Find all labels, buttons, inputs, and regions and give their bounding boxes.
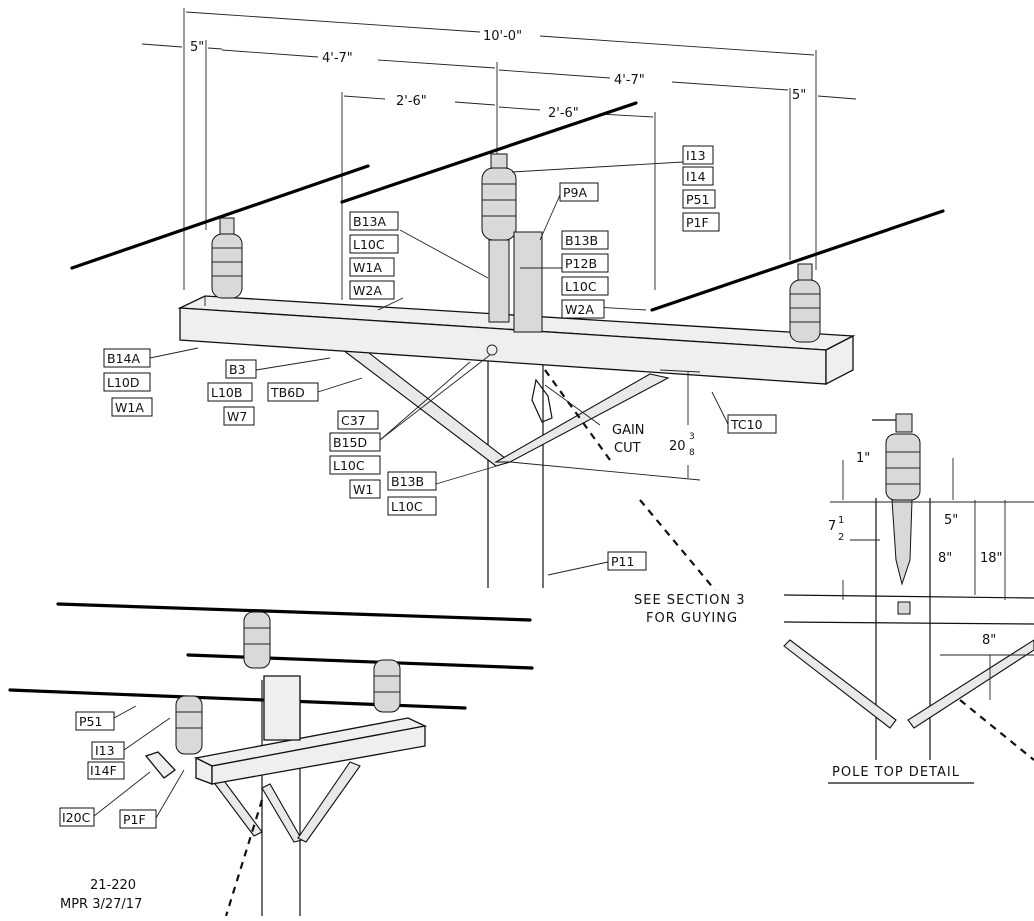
label-i13: I13: [686, 148, 706, 163]
label-p51: P51: [686, 192, 709, 207]
label-tc10-box: TC10: [727, 414, 777, 434]
detail-dim-75-num: 1: [838, 515, 844, 526]
label-b13b-a: B13B: [565, 233, 598, 248]
dim-left-offset: 5": [190, 40, 204, 55]
label-i20c: I20C: [62, 810, 91, 825]
label-b3: B3: [229, 362, 246, 377]
label-l10c-d: L10C: [391, 499, 423, 514]
drawing-number: 21-220: [90, 878, 136, 893]
dim-overall: 10'-0": [483, 29, 522, 44]
label-i14f: I14F: [90, 763, 117, 778]
dim-brace-drop-whole: 20: [669, 439, 686, 454]
conductor-center: [340, 101, 638, 204]
pole-top-detail-texts: 1" 5" 7 1 2 8" 18" 8" POLE TOP DETAIL: [828, 451, 1003, 780]
label-b13a: B13A: [353, 214, 386, 229]
note-see-section: SEE SECTION 3: [634, 593, 746, 608]
label-w2a-a: W2A: [353, 283, 382, 298]
label-stack-c37: C37 B15D L10C W1: [329, 410, 381, 499]
label-b14a: B14A: [107, 351, 140, 366]
label-w7: W7: [227, 409, 247, 424]
dimension-lines: [141, 8, 857, 300]
label-b13b-b: B13B: [391, 474, 424, 489]
iso-conductor-2: [186, 653, 534, 670]
brace-drop-dimension: 20 3 8: [669, 432, 695, 458]
main-assembly: [70, 101, 945, 591]
label-w1: W1: [353, 482, 373, 497]
label-l10c-a: L10C: [353, 237, 385, 252]
detail-dim-8a: 8": [938, 551, 952, 566]
label-p9a: P9A: [563, 185, 587, 200]
insulator-center: [481, 153, 543, 333]
label-l10d: L10D: [107, 375, 140, 390]
label-i14: I14: [686, 169, 706, 184]
iso-insulator-3: [175, 695, 203, 755]
guy-line-main: [639, 499, 716, 591]
label-p9a-box: P9A: [559, 182, 599, 202]
label-p12b: P12B: [565, 256, 597, 271]
dim-inner-right: 2'-6": [548, 106, 579, 121]
detail-dim-5: 5": [944, 513, 958, 528]
label-stack-b3: B3 L10B W7: [207, 359, 257, 426]
note-cut: CUT: [614, 441, 641, 456]
dim-right-half: 4'-7": [614, 73, 645, 88]
label-stack-i13: I13 I14 P51 P1F: [682, 145, 720, 232]
isometric-view: [8, 602, 534, 917]
dim-brace-drop-num: 3: [689, 432, 695, 442]
guy-line-top: [544, 369, 611, 461]
detail-dim-1: 1": [856, 451, 870, 466]
pole-top-detail: [783, 413, 1034, 784]
iso-insulator-1: [243, 611, 271, 669]
label-i13-b: I13: [95, 743, 115, 758]
leader-lines: [149, 161, 729, 576]
iso-insulator-2: [373, 659, 401, 713]
insulator-left: [211, 217, 243, 299]
label-tb6d-box: TB6D: [267, 382, 319, 402]
label-p1f: P1F: [686, 215, 709, 230]
dim-right-offset: 5": [792, 88, 806, 103]
detail-dim-18: 18": [980, 551, 1003, 566]
label-w1a-b: W1A: [115, 400, 144, 415]
label-stack-b14a: B14A L10D W1A: [103, 348, 153, 417]
insulator-right: [789, 263, 821, 343]
gain-fitting: [531, 378, 553, 423]
dim-inner-left: 2'-6": [396, 94, 427, 109]
label-w1a-a: W1A: [353, 260, 382, 275]
brace-right: [493, 373, 670, 463]
label-b15d: B15D: [333, 435, 367, 450]
label-p1f-b: P1F: [123, 812, 146, 827]
dim-brace-drop-den: 8: [689, 448, 695, 458]
dim-left-half: 4'-7": [322, 51, 353, 66]
note-gain: GAIN: [612, 423, 645, 438]
label-tc10: TC10: [730, 417, 763, 432]
detail-dim-75-whole: 7: [828, 519, 836, 534]
iso-conductor-1: [56, 602, 532, 622]
dimension-texts: 10'-0" 5" 4'-7" 4'-7" 5" 2'-6" 2'-6": [190, 29, 806, 121]
label-stack-b13b: B13B P12B L10C W2A: [561, 230, 609, 319]
note-for-guying: FOR GUYING: [646, 611, 738, 626]
conductor-left: [70, 164, 370, 270]
label-p11: P11: [611, 554, 634, 569]
label-p11-box: P11: [607, 551, 647, 571]
through-bolt: [486, 344, 498, 356]
label-stack-b13a: B13A L10C W1A W2A: [349, 211, 399, 300]
detail-dim-75-den: 2: [838, 532, 844, 543]
label-tb6d: TB6D: [270, 385, 305, 400]
label-c37: C37: [341, 413, 366, 428]
label-l10c-c: L10C: [333, 458, 365, 473]
detail-title: POLE TOP DETAIL: [832, 765, 960, 780]
label-p51-b: P51: [79, 714, 102, 729]
conductor-right: [650, 209, 945, 312]
label-w2a-b: W2A: [565, 302, 594, 317]
detail-dim-8b: 8": [982, 633, 996, 648]
label-l10b: L10B: [211, 385, 242, 400]
label-l10c-b: L10C: [565, 279, 597, 294]
crossarm-end: [825, 334, 854, 386]
iso-labels: P51 I13 I14F I20C P1F: [59, 711, 157, 829]
revision-stamp: MPR 3/27/17: [60, 897, 142, 912]
label-stack-b13b-lower: B13B L10C: [387, 471, 437, 516]
